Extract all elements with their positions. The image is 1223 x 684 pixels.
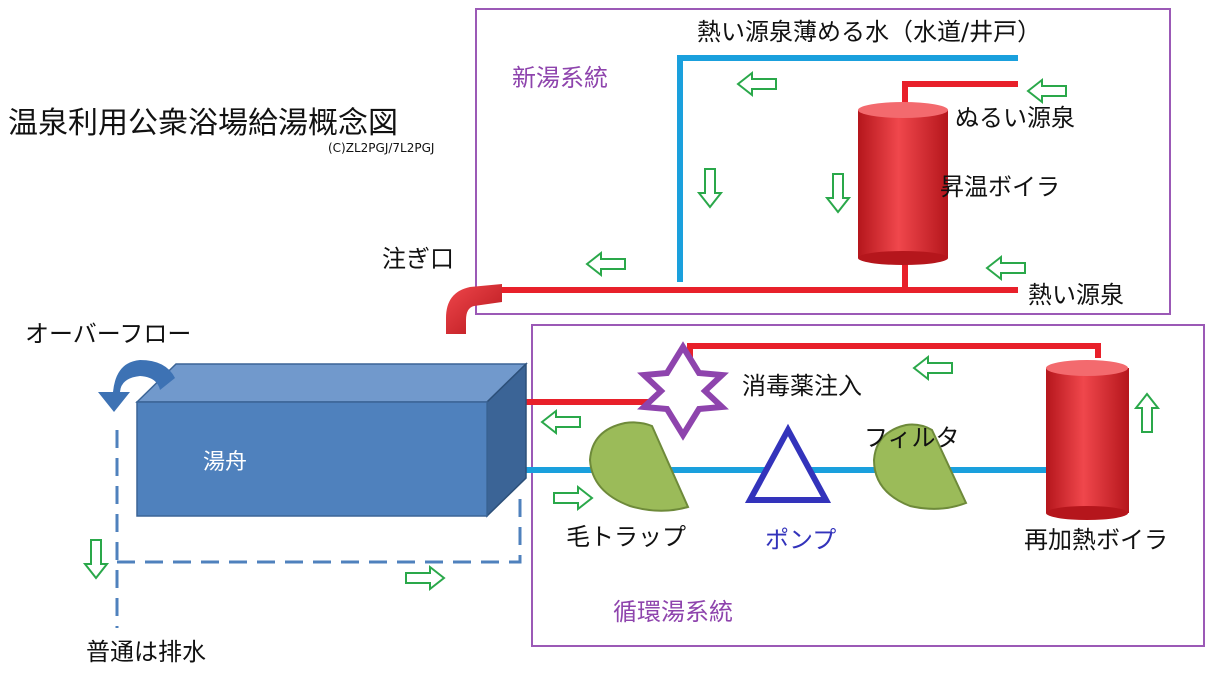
hair-trap-label: 毛トラップ — [566, 523, 686, 551]
circulation-system-box — [531, 324, 1205, 647]
diagram-title: 温泉利用公衆浴場給湯概念図 — [8, 106, 398, 141]
drain-label: 普通は排水 — [86, 638, 206, 666]
bathtub — [135, 362, 528, 518]
dilution-water-label: 熱い源泉薄める水（水道/井戸） — [697, 18, 1041, 46]
disinfectant-label: 消毒薬注入 — [742, 372, 862, 400]
pump-label: ポンプ — [765, 526, 836, 554]
flow-arrow-left — [986, 256, 1026, 280]
new-water-system-box — [475, 8, 1171, 315]
heating-boiler-label: 昇温ボイラ — [940, 173, 1060, 201]
circulation-system-label: 循環湯系統 — [613, 598, 733, 626]
flow-arrow-left — [586, 252, 626, 276]
lukewarm-source-label: ぬるい源泉 — [955, 104, 1075, 132]
filter-label: フィルタ — [864, 424, 960, 452]
dilution-water-pipe — [677, 55, 1018, 282]
reheat-return-pipe — [512, 343, 1101, 405]
flow-arrow-left — [541, 410, 581, 434]
hair-trap-icon — [588, 421, 690, 512]
overflow-arrow-icon — [98, 360, 175, 412]
overflow-label: オーバーフロー — [25, 320, 191, 348]
disinfectant-star-icon — [637, 341, 729, 441]
spout-label: 注ぎ口 — [382, 245, 454, 273]
flow-arrow-up — [1135, 393, 1159, 433]
reheat-boiler — [1046, 360, 1129, 520]
spout — [446, 284, 502, 334]
flow-arrow-left — [1027, 79, 1067, 103]
pump-icon — [744, 423, 832, 503]
heating-boiler — [858, 102, 948, 265]
flow-arrow-right — [405, 566, 445, 590]
flow-arrow-left — [913, 356, 953, 380]
circulation-drain-line — [117, 490, 522, 564]
flow-arrow-down — [698, 168, 722, 208]
flow-arrow-down — [84, 539, 108, 579]
reheat-boiler-label: 再加熱ボイラ — [1024, 526, 1168, 554]
lukewarm-source-pipe — [902, 81, 1018, 108]
flow-arrow-left — [737, 72, 777, 96]
bathtub-label: 湯舟 — [203, 450, 247, 475]
flow-arrow-right — [553, 486, 593, 510]
hot-source-label: 熱い源泉 — [1028, 281, 1124, 309]
credit-text: (C)ZL2PGJ/7L2PGJ — [328, 141, 434, 155]
new-water-system-label: 新湯系統 — [512, 64, 608, 92]
flow-arrow-down — [826, 173, 850, 213]
filter-icon — [872, 423, 968, 510]
